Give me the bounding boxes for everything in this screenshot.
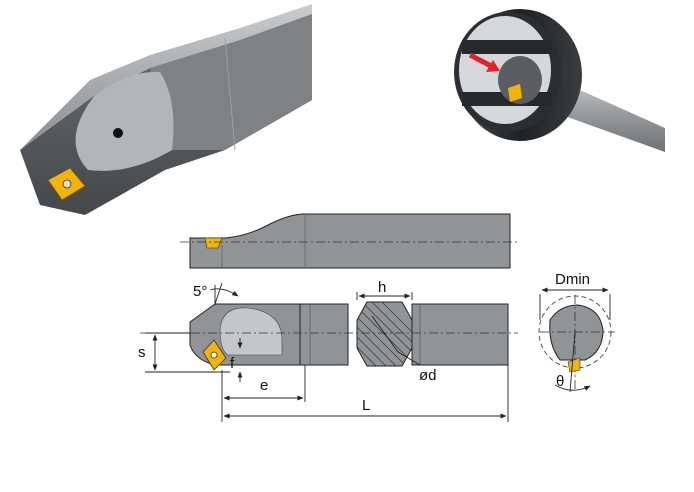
L-dimension: L [223, 365, 509, 422]
e-dimension: e [221, 365, 306, 422]
end-view-drawing: Dmin θ [538, 271, 615, 393]
feed-arrow-icon [468, 52, 500, 72]
side-view-drawing [180, 213, 518, 269]
dmin-label: Dmin [555, 271, 590, 288]
f-label: f [230, 355, 235, 372]
angle-label: 5° [193, 283, 207, 300]
L-label: L [362, 397, 370, 414]
diamond-insert-icon [47, 167, 86, 201]
f-dimension: f [230, 338, 243, 382]
bore-ring-render [454, 9, 665, 152]
d-dimension: ød [371, 315, 437, 384]
angle-dimension: 5° [193, 282, 239, 305]
bar-3d-render [20, 4, 312, 215]
s-dimension: s [138, 332, 230, 373]
plan-view-drawing [140, 301, 518, 371]
h-dimension: h [356, 279, 413, 300]
h-label: h [378, 279, 386, 296]
d-label: ød [419, 367, 437, 384]
coolant-hole-icon [113, 128, 123, 138]
s-label: s [138, 344, 146, 361]
diamond-insert-icon [202, 339, 227, 371]
theta-label: θ [556, 373, 564, 390]
e-label: e [260, 377, 268, 394]
